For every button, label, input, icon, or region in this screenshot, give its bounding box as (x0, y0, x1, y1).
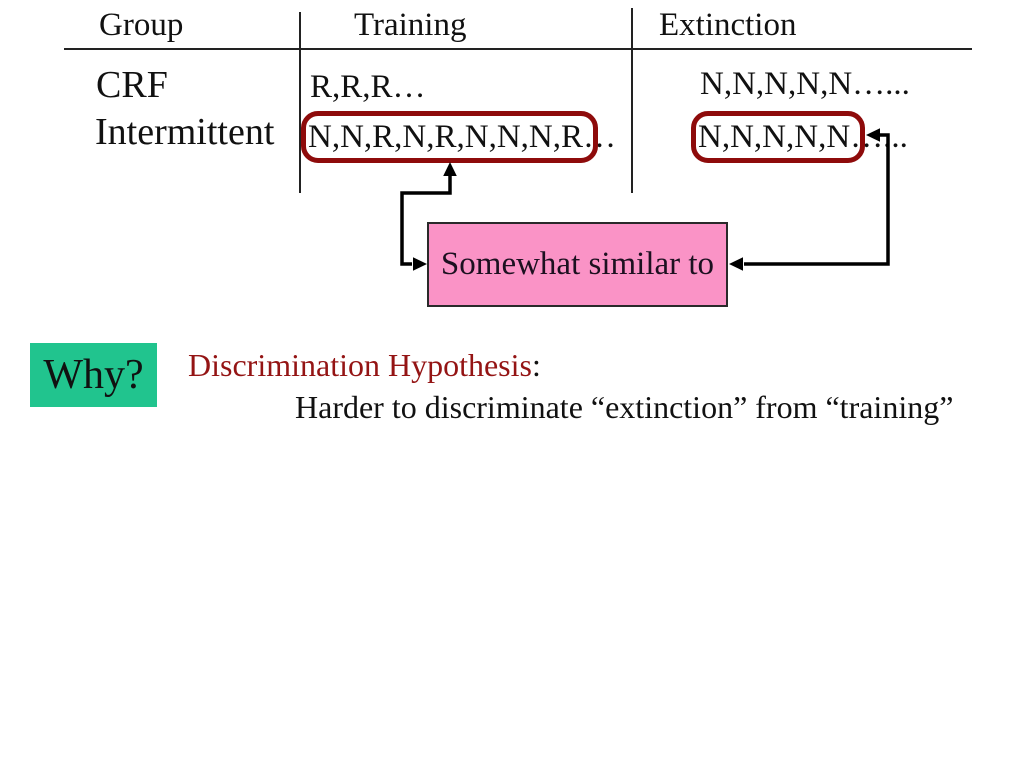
column-header-extinction: Extinction (659, 7, 797, 43)
highlight-box-extinction-sequence (691, 111, 865, 163)
callout-label: Somewhat similar to (440, 246, 715, 282)
cell-training-intermittent: N,N,R,N,R,N,N,N,R… (308, 119, 617, 155)
cell-training-crf: R,R,R… (310, 69, 426, 105)
somewhat-similar-callout: Somewhat similar to (427, 222, 728, 307)
cell-extinction-crf: N,N,N,N,N…... (700, 66, 910, 102)
column-divider-training-extinction (631, 8, 633, 193)
hypothesis-title-text: Discrimination Hypothesis (188, 347, 532, 383)
hypothesis-colon: : (531, 347, 541, 383)
highlight-box-training-sequence (301, 111, 598, 163)
hypothesis-detail: Harder to discriminate “extinction” from… (295, 389, 954, 425)
header-underline (64, 48, 972, 50)
column-header-training: Training (354, 7, 467, 43)
cell-group-crf: CRF (96, 64, 168, 106)
column-header-group: Group (99, 7, 184, 43)
arrowhead-left-icon (729, 257, 743, 271)
arrowhead-right-icon (413, 257, 427, 271)
arrowhead-up-icon (443, 162, 457, 176)
hypothesis-title: Discrimination Hypothesis: (188, 349, 541, 381)
why-box: Why? (30, 343, 157, 407)
why-label: Why? (43, 352, 144, 398)
column-divider-group-training (299, 12, 301, 193)
cell-group-intermittent: Intermittent (95, 111, 275, 153)
